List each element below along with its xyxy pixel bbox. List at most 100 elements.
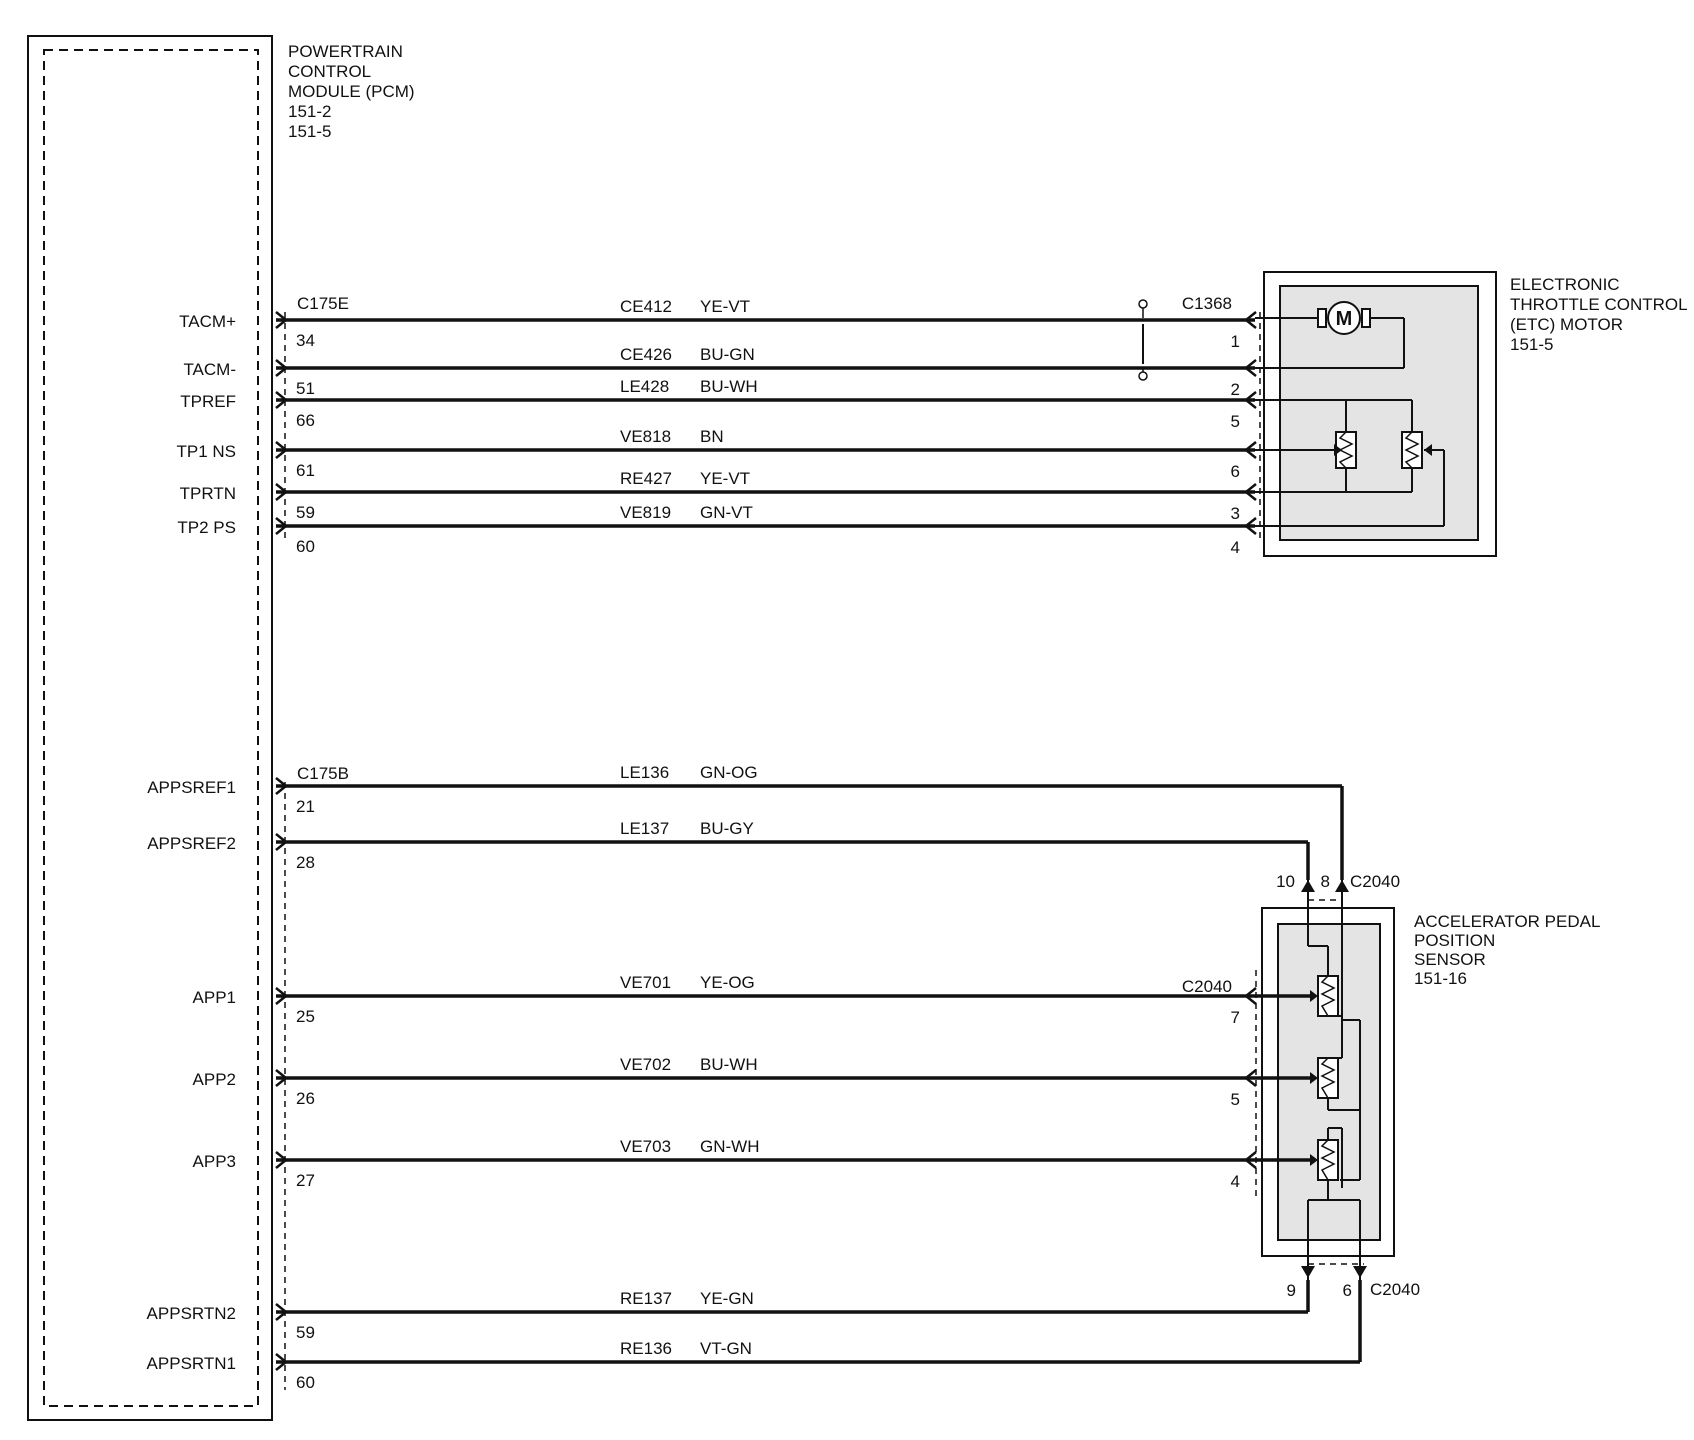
pcm-signal-label-tacm: TACM+ — [179, 312, 236, 331]
etc-motor-brush-left — [1317, 308, 1327, 328]
pcm-signal-label-app3: APP3 — [193, 1152, 236, 1171]
circuit-id-app3: VE703 — [620, 1137, 671, 1156]
pcm-pin-app3: 27 — [296, 1171, 315, 1190]
circuit-id-app1: VE701 — [620, 973, 671, 992]
circuit-id-appsref2: LE137 — [620, 819, 669, 838]
potentiometer-zigzag — [1404, 431, 1420, 469]
motor-icon — [1327, 301, 1361, 335]
pcm-title: POWERTRAIN CONTROL MODULE (PCM) 151-2 15… — [288, 42, 419, 141]
pcm-module — [27, 35, 273, 1421]
etc-title-line-2: THROTTLE CONTROL — [1510, 295, 1687, 314]
pcm-pin-arrow-app2 — [275, 1069, 289, 1087]
pcm-title-line-3: MODULE (PCM) — [288, 82, 415, 101]
pcm-title-line-1: POWERTRAIN — [288, 42, 403, 61]
app-connector-c2040-top: C2040 — [1350, 872, 1400, 891]
pcm-pin-arrow-tacm — [275, 311, 289, 329]
app-connector-c2040-bottom: C2040 — [1370, 1280, 1420, 1299]
wire-color-tprtn: YE-VT — [700, 469, 750, 488]
wire-color-tpref: BU-WH — [700, 377, 758, 396]
pcm-pin-app1: 25 — [296, 1007, 315, 1026]
wire-color-tacm: YE-VT — [700, 297, 750, 316]
component-pin-tp1-ns: 6 — [1231, 462, 1240, 481]
circuit-id-tacm: CE412 — [620, 297, 672, 316]
pcm-signal-label-tacm: TACM- — [183, 360, 236, 379]
pcm-signal-label-appsref2: APPSREF2 — [147, 834, 236, 853]
pcm-pin-appsref2: 28 — [296, 853, 315, 872]
potentiometer-zigzag — [1320, 1057, 1336, 1099]
pcm-pin-arrow-app3 — [275, 1151, 289, 1169]
etc-motor-brush-right — [1361, 308, 1371, 328]
circuit-id-appsrtn1: RE136 — [620, 1339, 672, 1358]
circuit-id-tpref: LE428 — [620, 377, 669, 396]
pcm-title-line-5: 151-5 — [288, 122, 331, 141]
wire-color-app2: BU-WH — [700, 1055, 758, 1074]
app-title-line-4: 151-16 — [1414, 969, 1467, 988]
pcm-signal-label-tp2-ps: TP2 PS — [177, 518, 236, 537]
pcm-signal-label-tp1-ns: TP1 NS — [176, 442, 236, 461]
motor-symbol-label: M — [1336, 308, 1353, 330]
pcm-pin-tacm: 51 — [296, 379, 315, 398]
pcm-signal-label-appsref1: APPSREF1 — [147, 778, 236, 797]
component-pin-arrow-tpref — [1243, 391, 1257, 409]
component-pin-arrow-tprtn — [1243, 483, 1257, 501]
pcm-signal-label-tpref: TPREF — [180, 392, 236, 411]
circuit-id-appsrtn2: RE137 — [620, 1289, 672, 1308]
pcm-title-line-2: CONTROL — [288, 62, 371, 81]
component-pin-tpref: 5 — [1231, 412, 1240, 431]
pcm-inner-dashed-border — [43, 49, 259, 1407]
component-pin-tacm: 1 — [1231, 332, 1240, 351]
component-pin-tacm: 2 — [1231, 380, 1240, 399]
pcm-pin-tpref: 66 — [296, 411, 315, 430]
pcm-pin-arrow-tp2-ps — [275, 517, 289, 535]
component-pin-arrow-tacm — [1243, 359, 1257, 377]
wire-color-app3: GN-WH — [700, 1137, 759, 1156]
component-pin-arrow-tacm — [1243, 311, 1257, 329]
pcm-signal-label-appsrtn2: APPSRTN2 — [147, 1304, 236, 1323]
component-pin-arrow-tp2-ps — [1243, 517, 1257, 535]
pcm-pin-arrow-appsrtn1 — [275, 1353, 289, 1371]
component-pin-tprtn: 3 — [1231, 504, 1240, 523]
pcm-connector-c175e: C175E — [297, 294, 349, 313]
app-pin-arrow-9 — [1301, 1266, 1315, 1278]
pcm-pin-arrow-appsref1 — [275, 777, 289, 795]
pcm-signal-label-appsrtn1: APPSRTN1 — [147, 1354, 236, 1373]
component-pin-app3: 4 — [1231, 1172, 1240, 1191]
app-sensor-component — [1255, 880, 1395, 1280]
pcm-pin-tprtn: 59 — [296, 503, 315, 522]
pcm-pin-arrow-tp1-ns — [275, 441, 289, 459]
app1-wiper-arrow — [1310, 990, 1318, 1002]
wire-color-app1: YE-OG — [700, 973, 755, 992]
twisted-pair-icon-top — [1138, 299, 1148, 309]
app-top-pin-10: 10 — [1276, 872, 1295, 891]
wire-color-appsrtn2: YE-GN — [700, 1289, 754, 1308]
circuit-id-tp1-ns: VE818 — [620, 427, 671, 446]
app-bottom-pin-9: 9 — [1287, 1281, 1296, 1300]
app-bottom-pin-6: 6 — [1343, 1281, 1352, 1300]
pcm-signal-label-tprtn: TPRTN — [180, 484, 236, 503]
etc-motor-title: ELECTRONIC THROTTLE CONTROL (ETC) MOTOR … — [1510, 275, 1692, 354]
component-pin-arrow-tp1-ns — [1243, 441, 1257, 459]
component-pin-tp2-ps: 4 — [1231, 538, 1240, 557]
pcm-pin-appsrtn1: 60 — [296, 1373, 315, 1392]
pcm-outer-border — [27, 35, 273, 1421]
circuit-id-tprtn: RE427 — [620, 469, 672, 488]
app-pin-arrow-6 — [1353, 1266, 1367, 1278]
wire-color-tacm: BU-GN — [700, 345, 755, 364]
twisted-pair-icon-bottom — [1138, 371, 1148, 381]
etc-title-line-4: 151-5 — [1510, 335, 1553, 354]
app-title-line-1: ACCELERATOR PEDAL — [1414, 912, 1600, 931]
component-pin-app2: 5 — [1231, 1090, 1240, 1109]
pcm-connector-c175b: C175B — [297, 764, 349, 783]
wire-color-appsref1: GN-OG — [700, 763, 758, 782]
app-pin-arrow-8 — [1335, 880, 1349, 892]
app2-wiper-arrow — [1310, 1072, 1318, 1084]
pcm-signal-label-app2: APP2 — [193, 1070, 236, 1089]
pcm-pin-arrow-appsref2 — [275, 833, 289, 851]
pcm-pin-tp2-ps: 60 — [296, 537, 315, 556]
etc-motor-component: M — [1138, 271, 1497, 557]
pcm-pin-arrow-tpref — [275, 391, 289, 409]
app-connector-c2040-side: C2040 — [1182, 977, 1232, 996]
app-sensor-title: ACCELERATOR PEDAL POSITION SENSOR 151-16 — [1414, 912, 1605, 988]
